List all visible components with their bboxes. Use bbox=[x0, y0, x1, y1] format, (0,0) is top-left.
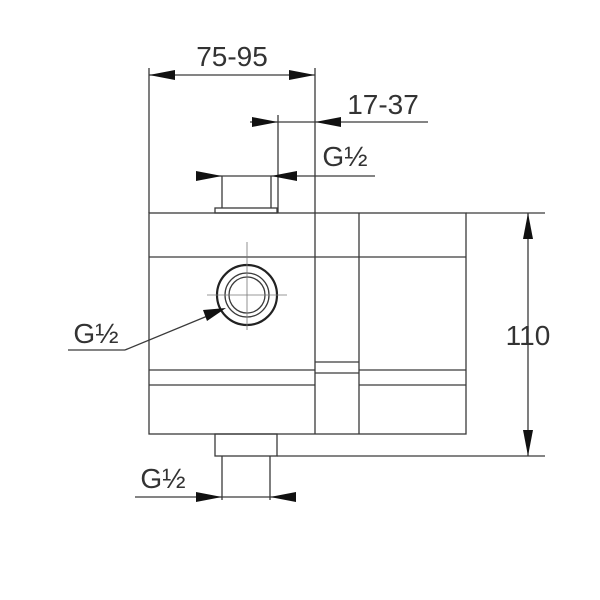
dimension-top-thread: G½ bbox=[196, 141, 375, 181]
dimension-height: 110 bbox=[277, 212, 551, 457]
width-dimension-label: 75-95 bbox=[196, 41, 268, 72]
side-connection-port bbox=[207, 242, 287, 330]
valve-body bbox=[148, 212, 467, 435]
bottom-thread-label: G½ bbox=[140, 463, 185, 494]
side-thread-label: G½ bbox=[73, 318, 118, 349]
top-thread-label: G½ bbox=[322, 141, 367, 172]
dimension-width: 75-95 bbox=[148, 41, 316, 213]
dimension-bottom-thread: G½ bbox=[135, 463, 296, 502]
top-connection-stub bbox=[214, 176, 278, 214]
height-dimension-label: 110 bbox=[506, 320, 551, 351]
bottom-connection-stub bbox=[214, 433, 278, 500]
offset-dimension-label: 17-37 bbox=[347, 89, 419, 120]
side-thread-leader: G½ bbox=[68, 308, 226, 351]
dimension-offset: 17-37 bbox=[250, 89, 428, 213]
